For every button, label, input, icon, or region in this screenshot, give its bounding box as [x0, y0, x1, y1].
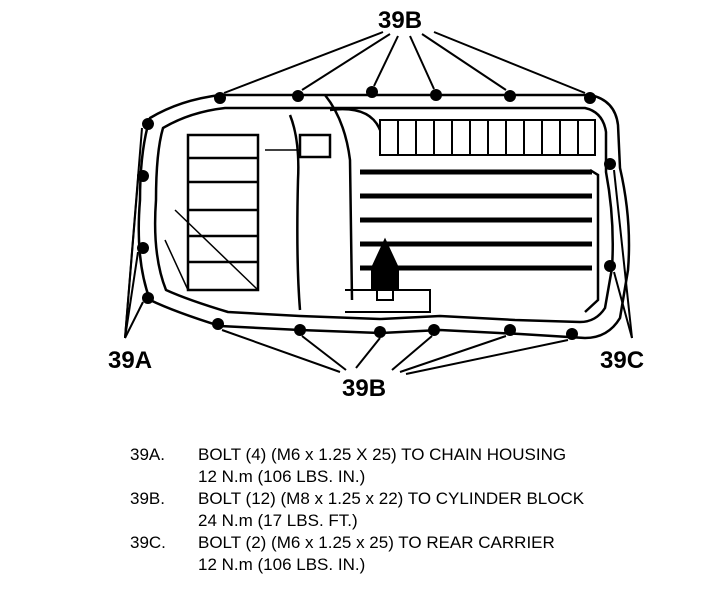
right-wall [584, 168, 600, 313]
legend-torque: 12 N.m (106 LBS. IN.) [198, 555, 366, 574]
legend-torque: 12 N.m (106 LBS. IN.) [198, 467, 366, 486]
horizontal-ribs [360, 169, 592, 271]
pan-flange-outline [137, 93, 631, 340]
bolts-39b-top [214, 86, 596, 104]
callout-39b-top: 39B [378, 7, 422, 34]
bolt-legend: 39A. BOLT (4) (M6 x 1.25 X 25) TO CHAIN … [0, 440, 720, 590]
center-structure [265, 94, 382, 311]
callout-39b-bottom: 39B [342, 375, 386, 402]
legend-id: 39B. [130, 489, 165, 508]
legend-description: BOLT (2) (M6 x 1.25 x 25) TO REAR CARRIE… [198, 533, 555, 552]
leader-lines [124, 31, 633, 375]
legend-entry-39a: 39A. BOLT (4) (M6 x 1.25 X 25) TO CHAIN … [0, 444, 720, 490]
legend-entry-39b: 39B. BOLT (12) (M8 x 1.25 x 22) TO CYLIN… [0, 488, 720, 534]
callout-39a: 39A [108, 347, 152, 374]
pan-inner-outline [153, 106, 614, 324]
legend-id: 39A. [130, 445, 165, 464]
ribbed-section [379, 119, 596, 156]
legend-torque: 24 N.m (17 LBS. FT.) [198, 511, 358, 530]
bolts-39a [137, 118, 154, 304]
legend-description: BOLT (4) (M6 x 1.25 X 25) TO CHAIN HOUSI… [198, 445, 567, 464]
left-baffle [164, 133, 260, 292]
bolts-39b-bottom [212, 318, 578, 340]
drain-boss [345, 289, 431, 313]
legend-entry-39c: 39C. BOLT (2) (M6 x 1.25 x 25) TO REAR C… [0, 532, 720, 578]
oil-pan-diagram: 39B 39B 39A 39C [108, 7, 644, 402]
legend-description: BOLT (12) (M8 x 1.25 x 22) TO CYLINDER B… [198, 489, 585, 508]
drain-plug [371, 237, 399, 301]
bolts-39c [604, 158, 616, 272]
legend-id: 39C. [130, 533, 166, 552]
callout-39c: 39C [600, 347, 644, 374]
